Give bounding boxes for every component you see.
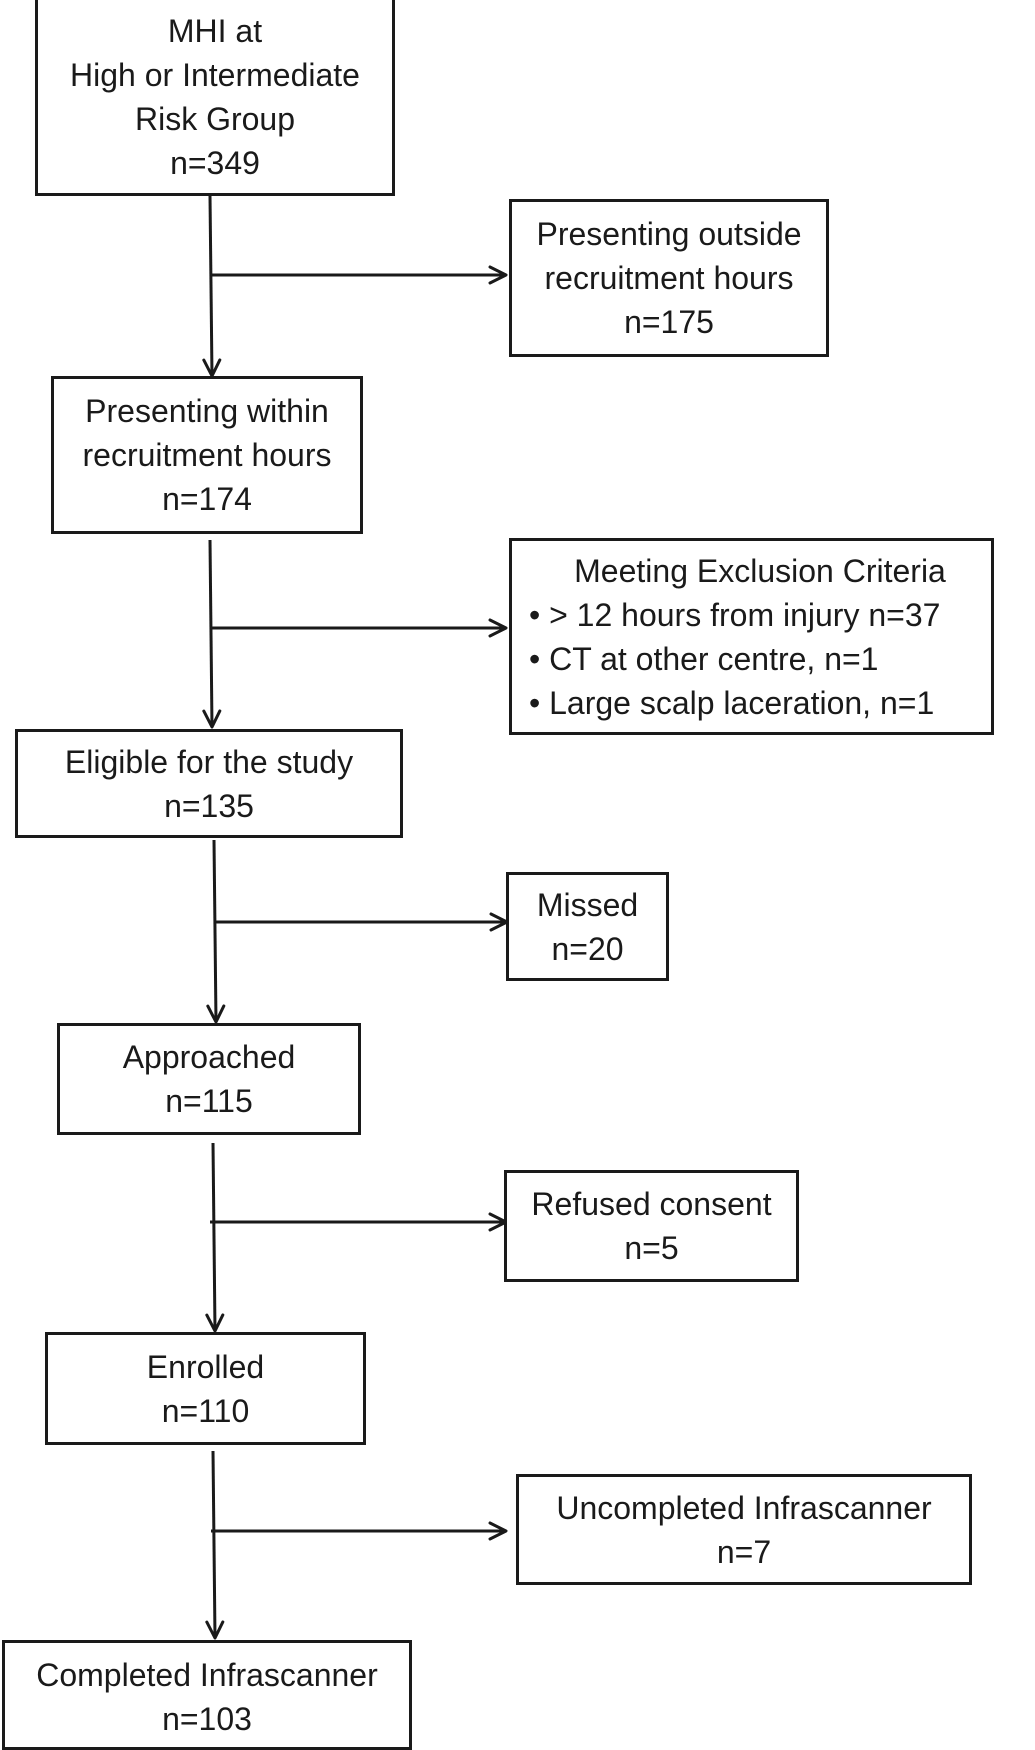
box-text: High or Intermediate: [70, 57, 360, 93]
box-approached: Approached n=115: [57, 1023, 361, 1135]
box-enrolled: Enrolled n=110: [45, 1332, 366, 1445]
box-uncompleted: Uncompleted Infrascanner n=7: [516, 1474, 972, 1585]
box-text: n=174: [162, 481, 252, 517]
box-text: Risk Group: [134, 101, 296, 137]
box-text: n=175: [624, 304, 714, 340]
box-text: Uncompleted Infrascanner: [556, 1489, 932, 1526]
box-refused-consent: Refused consent n=5: [504, 1170, 799, 1282]
box-title: Meeting Exclusion Criteria: [574, 552, 946, 589]
box-text: Missed: [536, 886, 639, 923]
box-missed: Missed n=20: [506, 872, 669, 981]
bullet-item: Large scalp laceration, n=1: [529, 681, 934, 725]
flow-arrow-4: [205, 1142, 225, 1333]
box-text: n=5: [624, 1230, 679, 1266]
bullet-item: > 12 hours from injury n=37: [529, 593, 940, 637]
box-exclusion-criteria: Meeting Exclusion Criteria > 12 hours fr…: [509, 538, 994, 735]
box-within-hours: Presenting within recruitment hours n=17…: [51, 376, 363, 534]
box-text: Approached: [122, 1039, 296, 1075]
box-text: n=135: [164, 787, 254, 824]
box-text: n=349: [170, 145, 260, 181]
box-text: n=20: [551, 930, 624, 967]
box-text: Enrolled: [146, 1348, 265, 1385]
flow-arrow-1: [202, 195, 222, 378]
box-completed: Completed Infrascanner n=103: [2, 1640, 412, 1750]
box-outside-hours: Presenting outside recruitment hours n=1…: [509, 199, 829, 357]
flow-arrow-2: [202, 539, 222, 729]
box-text: Presenting within: [85, 393, 329, 429]
box-text: recruitment hours: [82, 437, 332, 473]
box-text: Refused consent: [531, 1186, 772, 1222]
flow-arrow-5: [205, 1450, 225, 1640]
flow-arrow-3: [206, 839, 226, 1024]
box-text: recruitment hours: [544, 260, 794, 296]
box-text: MHI at: [167, 13, 263, 49]
bullet-item: CT at other centre, n=1: [529, 637, 878, 681]
box-text: Eligible for the study: [64, 743, 354, 780]
box-text: n=110: [161, 1392, 250, 1429]
box-text: n=115: [165, 1083, 253, 1119]
box-text: n=7: [716, 1533, 772, 1570]
box-text: Presenting outside: [536, 216, 802, 252]
box-text: Completed Infrascanner: [36, 1657, 378, 1693]
box-text: n=103: [162, 1701, 252, 1737]
box-eligible: Eligible for the study n=135: [15, 729, 403, 838]
box-risk-group: MHI at High or Intermediate Risk Group n…: [35, 0, 395, 196]
